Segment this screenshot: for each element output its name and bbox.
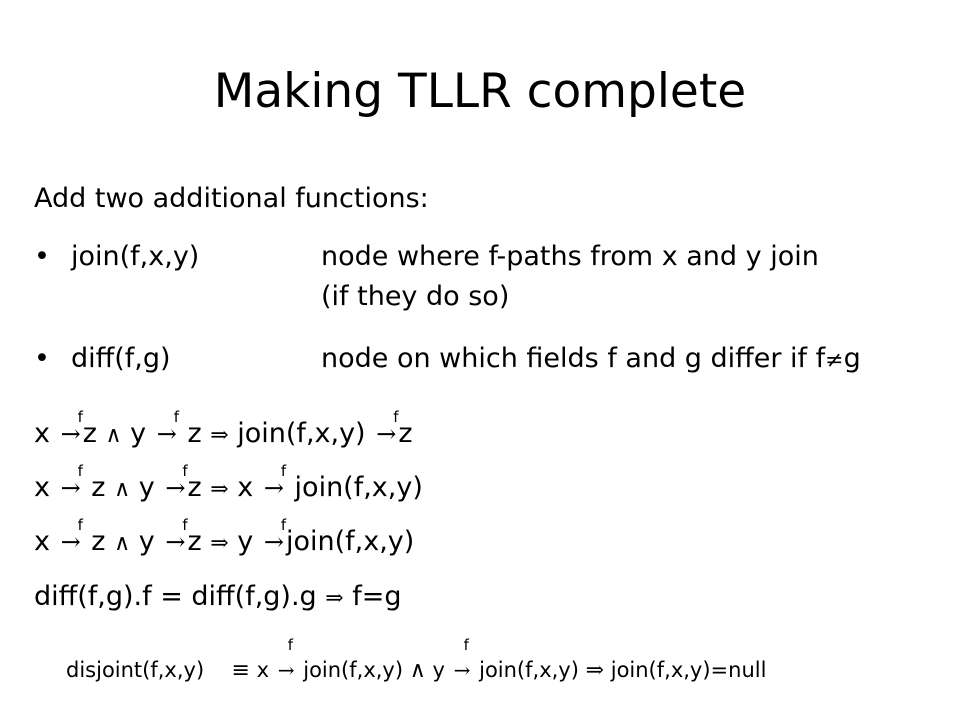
f-equals-g: f=g [352, 581, 402, 612]
arrow-label: f [77, 462, 83, 480]
join-term: join(f,x,y) [285, 526, 415, 557]
var-y: y [138, 472, 155, 503]
bullet-name: diff(f,g) [71, 343, 171, 374]
null-term: join(f,x,y)=null [610, 658, 767, 682]
f-path-arrow-icon: →f [263, 462, 287, 503]
var-z: z [91, 526, 106, 557]
var-x: x [256, 658, 270, 682]
and-symbol: ∧ [114, 531, 131, 556]
bullet-description: node where f-paths from x and y join (if… [321, 237, 921, 317]
join-term: join(f,x,y) [479, 658, 579, 682]
desc-text: node on which fields f and g differ if f [321, 343, 826, 374]
var-x: x [34, 472, 50, 503]
join-term: join(f,x,y) [303, 658, 404, 682]
disjoint-term: disjoint(f,x,y) [66, 658, 205, 682]
equiv-symbol: ≡ [231, 658, 250, 683]
desc-line-1: node where f-paths from x and y join [321, 241, 819, 272]
slide-title: Making TLLR complete [213, 64, 747, 119]
var-y: y [130, 418, 147, 449]
desc-tail: g [843, 343, 861, 374]
bullet-dot-icon: • [34, 343, 50, 374]
implies-symbol: ⇒ [210, 423, 229, 448]
var-z: z [91, 472, 106, 503]
f-path-arrow-icon: →f [376, 408, 399, 449]
arrow-label: f [393, 408, 399, 426]
formula-4: diff(f,g).f = diff(f,g).g ⇒ f=g [34, 577, 402, 619]
var-y: y [432, 658, 445, 682]
f-path-arrow-icon: →f [453, 636, 471, 683]
desc-line-2: (if they do so) [321, 281, 510, 312]
implies-symbol: ⇒ [210, 531, 229, 556]
f-path-arrow-icon: →f [156, 408, 180, 449]
f-path-arrow-icon: →f [60, 408, 83, 449]
implies-symbol: ⇒ [210, 477, 229, 502]
f-path-arrow-icon: →f [60, 516, 83, 557]
var-x: x [237, 472, 254, 503]
var-z: z [398, 418, 413, 449]
arrow-label: f [463, 636, 469, 654]
f-path-arrow-icon: →f [165, 516, 188, 557]
var-x: x [34, 418, 50, 449]
arrow-label: f [287, 636, 294, 654]
not-equal-symbol: ≠ [825, 348, 844, 373]
var-x: x [34, 526, 50, 557]
and-symbol: ∧ [114, 477, 131, 502]
f-path-arrow-icon: →f [263, 516, 287, 557]
and-symbol: ∧ [105, 423, 122, 448]
join-term: join(f,x,y) [237, 418, 366, 449]
arrow-label: f [280, 462, 287, 480]
arrow-label: f [173, 408, 180, 426]
arrow-label: f [77, 408, 83, 426]
var-z: z [82, 418, 97, 449]
bullet-name: join(f,x,y) [71, 241, 200, 272]
var-z: z [187, 472, 202, 503]
var-y: y [138, 526, 155, 557]
and-symbol: ∧ [409, 658, 426, 683]
arrow-label: f [182, 516, 188, 534]
f-path-arrow-icon: →f [165, 462, 188, 503]
arrow-label: f [77, 516, 83, 534]
arrow-label: f [280, 516, 287, 534]
f-path-arrow-icon: →f [60, 462, 83, 503]
bullet-description: node on which fields f and g differ if f… [321, 339, 921, 381]
disjoint-definition: disjoint(f,x,y) ≡ x →f join(f,x,y) ∧ y →… [66, 636, 767, 687]
join-term: join(f,x,y) [294, 472, 423, 503]
bullet-dot-icon: • [34, 241, 50, 272]
implies-symbol: ⇒ [325, 586, 344, 611]
implies-symbol: ⇒ [585, 658, 605, 683]
arrow-label: f [182, 462, 188, 480]
var-y: y [237, 526, 254, 557]
diff-equation: diff(f,g).f = diff(f,g).g [34, 581, 317, 612]
intro-text: Add two additional functions: [34, 183, 429, 214]
f-path-arrow-icon: →f [277, 636, 295, 683]
var-z: z [187, 418, 202, 449]
var-z: z [187, 526, 202, 557]
